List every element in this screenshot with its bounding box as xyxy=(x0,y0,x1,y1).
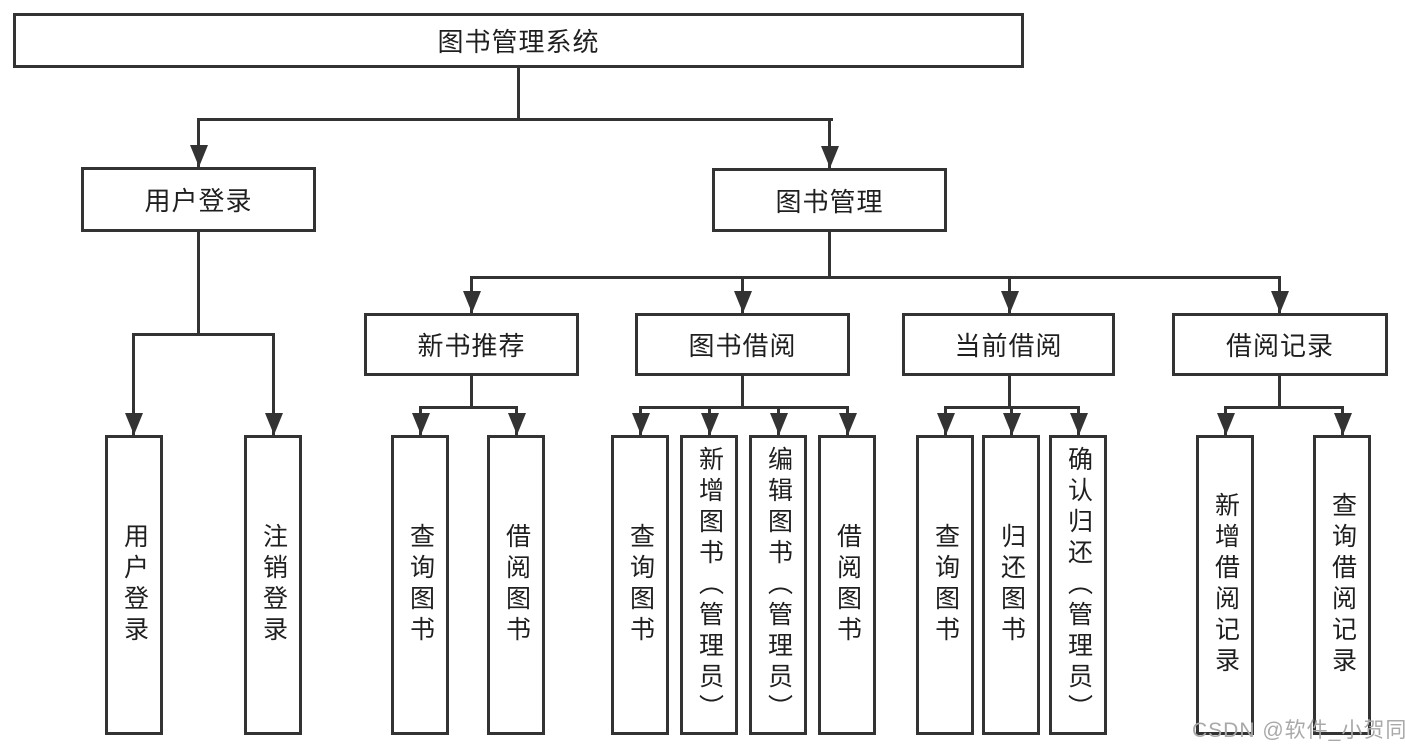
node-label: 借阅记录 xyxy=(1225,331,1334,361)
arrow-down xyxy=(189,118,208,167)
arrow-down xyxy=(1000,276,1019,313)
leaf-add-books-admin: 新增图书（管理员） xyxy=(680,435,738,735)
leaf-label: 确认归还（管理员） xyxy=(1064,445,1093,725)
arrow-down xyxy=(507,406,526,435)
arrow-down xyxy=(769,406,788,435)
node-book-borrowing: 图书借阅 xyxy=(635,313,850,376)
leaf-return-books: 归还图书 xyxy=(982,435,1040,735)
arrow-down xyxy=(1216,406,1235,435)
node-new-book-recommendation: 新书推荐 xyxy=(364,313,579,376)
node-book-management-system: 图书管理系统 xyxy=(13,13,1024,68)
connector-recommend-stub xyxy=(470,376,473,406)
leaf-add-borrow-record: 新增借阅记录 xyxy=(1196,435,1254,735)
connector-borrowing-stub xyxy=(741,376,744,406)
leaf-edit-books-admin: 编辑图书（管理员） xyxy=(749,435,807,735)
arrow-down xyxy=(1069,406,1088,435)
leaf-label: 借阅图书 xyxy=(502,523,531,647)
leaf-confirm-return-admin: 确认归还（管理员） xyxy=(1049,435,1107,735)
leaf-query-books-borrow: 查询图书 xyxy=(611,435,669,735)
arrow-down xyxy=(264,333,283,435)
node-label: 图书管理 xyxy=(775,186,884,217)
leaf-label: 查询图书 xyxy=(626,523,655,647)
node-borrowing-records: 借阅记录 xyxy=(1172,313,1388,376)
node-label: 图书借阅 xyxy=(688,331,797,361)
connector-user-login-hline xyxy=(133,333,274,336)
leaf-borrow-books-borrow: 借阅图书 xyxy=(818,435,876,735)
connector-recommend-hline xyxy=(419,406,517,409)
leaf-query-books-current: 查询图书 xyxy=(916,435,974,735)
arrow-down xyxy=(411,406,430,435)
node-user-login: 用户登录 xyxy=(81,167,316,232)
arrow-down xyxy=(124,333,143,435)
node-book-management: 图书管理 xyxy=(712,168,947,232)
leaf-label: 用户登录 xyxy=(120,523,149,647)
node-current-borrowing: 当前借阅 xyxy=(902,313,1115,376)
arrow-down xyxy=(733,276,752,313)
arrow-down xyxy=(936,406,955,435)
connector-root-stub xyxy=(517,68,520,118)
connector-root-hline xyxy=(197,118,833,121)
arrow-down xyxy=(1333,406,1352,435)
connector-book-management-stub xyxy=(828,232,831,276)
leaf-label: 新增借阅记录 xyxy=(1211,492,1240,678)
arrow-down xyxy=(820,118,839,168)
csdn-watermark: CSDN @软件_小贺同学 xyxy=(1192,719,1405,742)
arrow-down xyxy=(700,406,719,435)
arrow-down xyxy=(1002,406,1021,435)
leaf-label: 借阅图书 xyxy=(833,523,862,647)
arrow-down xyxy=(838,406,857,435)
connector-current-stub xyxy=(1008,376,1011,406)
connector-records-hline xyxy=(1224,406,1343,409)
node-label: 用户登录 xyxy=(144,186,253,216)
connector-records-stub xyxy=(1278,376,1281,406)
leaf-label: 查询图书 xyxy=(406,523,435,647)
arrow-down xyxy=(1270,276,1289,313)
leaf-label: 查询借阅记录 xyxy=(1328,492,1357,678)
leaf-label: 归还图书 xyxy=(997,523,1026,647)
node-label: 新书推荐 xyxy=(417,331,526,361)
connector-borrowing-hline xyxy=(639,406,848,409)
connector-user-login-stub xyxy=(197,232,200,333)
leaf-logout-login: 注销登录 xyxy=(244,435,302,735)
leaf-user-login: 用户登录 xyxy=(105,435,163,735)
leaf-query-books-recommend: 查询图书 xyxy=(391,435,449,735)
leaf-query-borrow-record: 查询借阅记录 xyxy=(1313,435,1371,735)
leaf-borrow-books-recommend: 借阅图书 xyxy=(487,435,545,735)
leaf-label: 编辑图书（管理员） xyxy=(764,445,793,725)
arrow-down xyxy=(631,406,650,435)
leaf-label: 注销登录 xyxy=(259,523,288,647)
arrow-down xyxy=(462,276,481,313)
leaf-label: 查询图书 xyxy=(931,523,960,647)
connector-book-management-hline xyxy=(470,276,1281,279)
node-label: 当前借阅 xyxy=(954,331,1063,361)
node-label: 图书管理系统 xyxy=(437,27,600,57)
leaf-label: 新增图书（管理员） xyxy=(695,445,724,725)
